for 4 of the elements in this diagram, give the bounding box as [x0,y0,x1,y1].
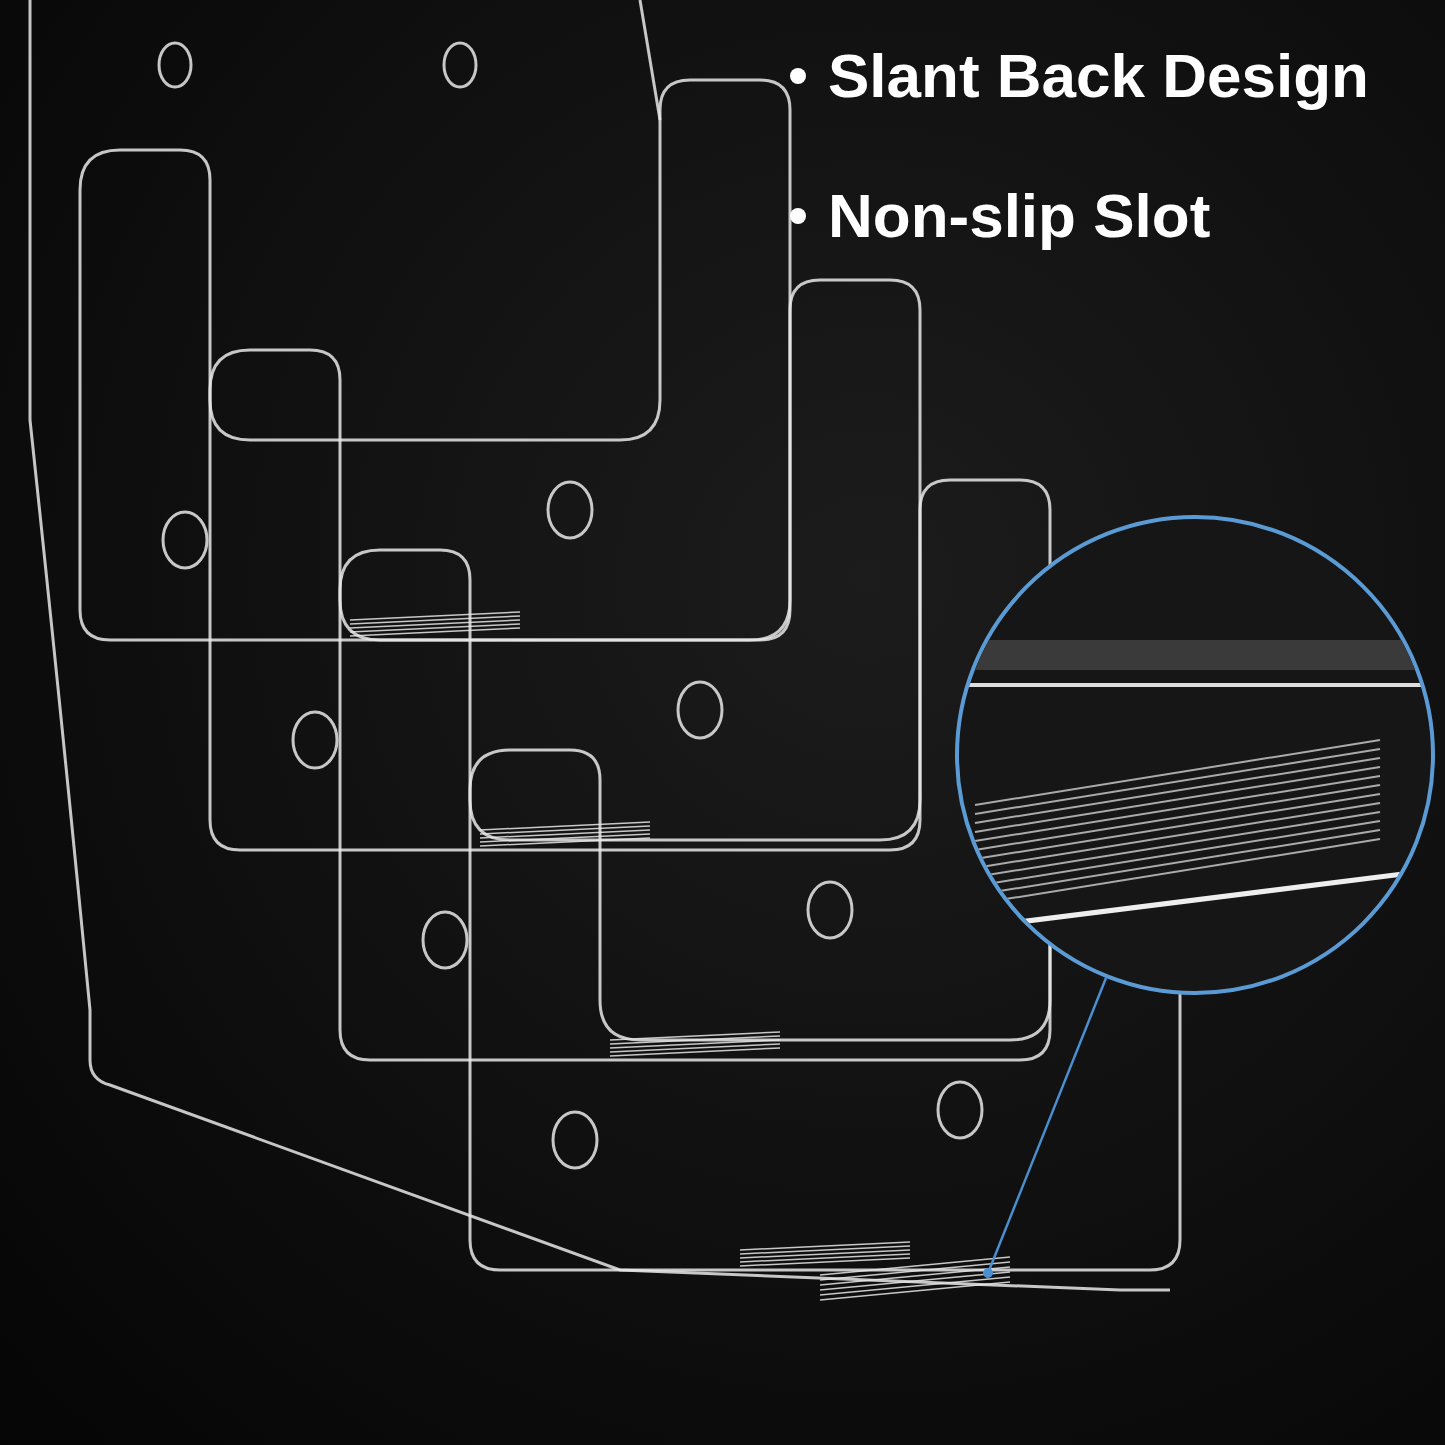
feature-text: Non-slip Slot [828,180,1211,251]
magnified-slot-drawing [955,515,1435,995]
leader-line [983,977,1108,1278]
feature-text: Slant Back Design [828,40,1369,111]
